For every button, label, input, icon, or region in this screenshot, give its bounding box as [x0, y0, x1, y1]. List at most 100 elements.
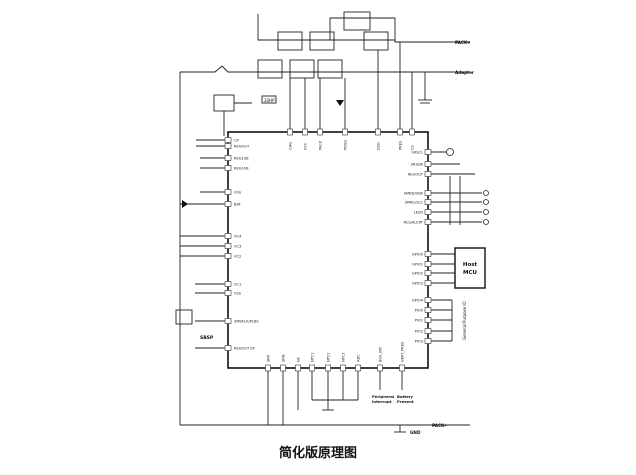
chip-pins-left: CPREGOUTREG1SBREG1V8VSSBATVC4VC3VC2VC1VS…	[224, 137, 259, 351]
net-label-adapter: Adapter	[455, 70, 475, 75]
chip-pin	[424, 219, 432, 225]
label-20hp: 20HP	[264, 98, 275, 103]
chip-pin	[224, 189, 232, 195]
chip-pin	[295, 364, 301, 372]
chip-pin-label: SMBCLK/PLBS	[234, 319, 259, 323]
label-peripheral-line1: Peripheral	[372, 394, 394, 399]
chip-pin-label: VSS	[234, 291, 242, 295]
chip-pin-label: SRP	[266, 354, 270, 362]
chip-pin-label: PIO3	[415, 339, 423, 343]
connector-terminal	[483, 199, 489, 205]
chip-pin	[424, 328, 432, 334]
chip-pin	[424, 209, 432, 215]
chip-pin-label: PIO1	[415, 318, 423, 322]
chip-pin-label: GPIO4	[412, 298, 424, 302]
chip-pin	[424, 161, 432, 167]
chip-pin	[424, 190, 432, 196]
chip-pin	[409, 128, 415, 136]
chip-pin-label: SMBC/SCL	[405, 200, 423, 204]
chip-pin-label: GPIO3	[412, 281, 423, 285]
diode-symbol	[182, 200, 188, 208]
chip-pin-label: RCS/ALERT	[404, 220, 424, 224]
chip-pin-label: NTC1	[310, 353, 314, 362]
label-sbsp: SBSP	[200, 335, 214, 341]
chip-pin-label: REG1V8	[234, 166, 249, 170]
chip-pin-label: SRSCL	[411, 150, 423, 154]
chip-pin	[397, 128, 403, 136]
chip-pin	[342, 128, 348, 136]
connector-terminal	[483, 219, 489, 225]
chip-pin	[424, 199, 432, 205]
chip-pin-label: DSG	[376, 142, 380, 150]
chip-pin	[280, 364, 286, 372]
chip-pins-right: SRSCLSRSDAREGOUTSMBD/SDASMBC/SCLLEDnRCS/…	[404, 149, 432, 344]
label-battery-line2: Present	[397, 399, 414, 404]
chip-pin-label: PACK	[318, 140, 322, 150]
chip-pin-label: VC3	[234, 244, 241, 248]
chip-pin	[224, 233, 232, 239]
diagram-caption: 简化版原理图	[278, 446, 357, 461]
chip-pin-label: CS	[410, 144, 414, 150]
host-mcu-box	[454, 247, 486, 289]
chip-pin	[355, 364, 361, 372]
chip-pin	[424, 251, 432, 257]
general-purpose-io-label: General Purpose IO	[462, 301, 467, 340]
chip-pin	[424, 317, 432, 323]
net-label-gnd: GND	[410, 430, 421, 435]
chip-pin-label: CP	[234, 138, 240, 142]
chip-pin	[377, 364, 383, 372]
chip-pin	[302, 128, 308, 136]
chip-pin-label: PRES	[398, 140, 402, 150]
chip-pin	[340, 364, 346, 372]
chip-pin-label: NTC3	[341, 353, 345, 362]
chip-pin-label: BAT	[234, 202, 242, 206]
host-mcu-label-line1: Host	[463, 262, 478, 268]
chip-pin	[224, 345, 232, 351]
chip-pin	[224, 165, 232, 171]
chip-pin-label: NTC2	[326, 353, 330, 362]
chip-pin	[224, 290, 232, 296]
chip-pin-label: REG1SB	[234, 156, 249, 160]
net-label-pack-minus: PACK–	[432, 423, 446, 428]
chip-pin-label: VC2	[234, 254, 241, 258]
chip-pin	[224, 281, 232, 287]
chip-pin-label: REGOUT	[234, 144, 250, 148]
chip-pin-label: PIO0	[415, 308, 424, 312]
chip-pin	[424, 171, 432, 177]
chip-pin-label: BUS_INT	[378, 346, 382, 362]
connector-terminal	[446, 148, 454, 156]
chip-pin	[224, 155, 232, 161]
chip-pin-label: ADC	[356, 354, 360, 362]
chip-pin	[224, 143, 232, 149]
chip-pin	[224, 201, 232, 207]
chip-pin-label: VC4	[234, 234, 242, 238]
chip-pin	[424, 149, 432, 155]
chip-pin-label: VC1	[234, 282, 241, 286]
chip-pin	[424, 297, 432, 303]
chip-pin	[309, 364, 315, 372]
bq-chip-body	[227, 131, 429, 369]
chip-pin	[424, 280, 432, 286]
chip-pin	[325, 364, 331, 372]
chip-pin	[224, 243, 232, 249]
chip-pin-label: NC	[296, 356, 300, 362]
host-mcu-label-line2: MCU	[463, 270, 477, 276]
chip-pin-label: REGOUT	[408, 172, 424, 176]
chip-pin-label: SRN	[281, 354, 285, 362]
chip-pin-label: PIO2	[415, 329, 423, 333]
chip-pin	[424, 338, 432, 344]
chip-pin	[287, 128, 293, 136]
chip-pin-label: SRSDA	[411, 162, 424, 166]
chip-pin	[424, 307, 432, 313]
chip-pin-label: LEDn	[414, 210, 423, 214]
net-label-pack-plus: PACK+	[455, 40, 471, 45]
chip-pin	[424, 261, 432, 267]
chip-pin-label: PDSG	[343, 140, 347, 150]
chip-pin-label: VSS	[234, 190, 242, 194]
chip-pin-label: GPIO0	[412, 252, 424, 256]
chip-pin-label: CHG	[288, 142, 292, 150]
chip-pin-label: GPIO2	[412, 271, 423, 275]
